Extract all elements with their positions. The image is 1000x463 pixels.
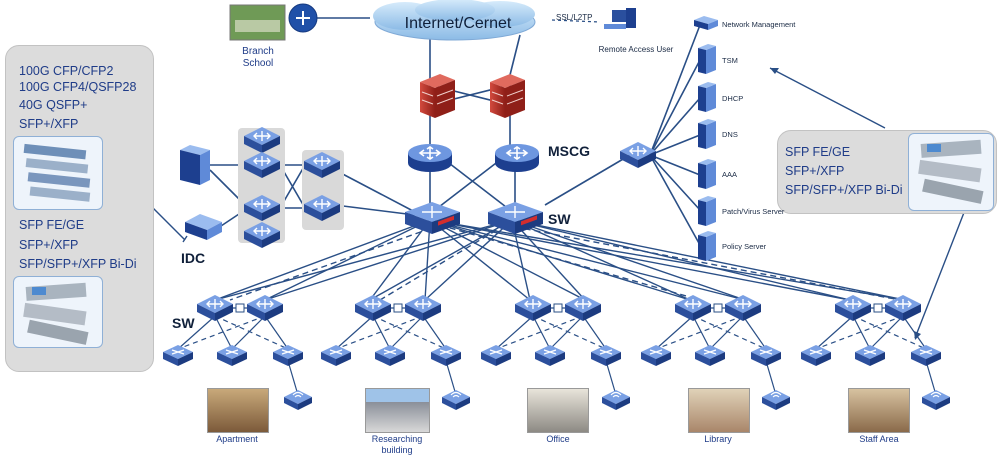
mscg-router-left-icon bbox=[407, 143, 453, 173]
staff-stack-link bbox=[873, 303, 883, 313]
researching-agg-switch-left-icon bbox=[354, 294, 392, 322]
library-agg-switch-right-icon bbox=[724, 294, 762, 322]
server-label-patch-virus: Patch/Virus Server bbox=[722, 207, 785, 216]
left-transceiver-image-1 bbox=[13, 136, 103, 210]
server-stack bbox=[694, 16, 718, 261]
staff-access-switch-2-icon bbox=[854, 344, 886, 367]
remote-user-icon bbox=[604, 8, 636, 29]
firewall-left-icon bbox=[420, 74, 455, 118]
apartment-agg-switch-right-icon bbox=[246, 294, 284, 322]
mscg-label: MSCG bbox=[548, 143, 590, 159]
server-label-dns: DNS bbox=[722, 130, 738, 139]
left-panel-line-2: 100G CFP4/QSFP28 bbox=[19, 80, 137, 94]
researching-building-photo bbox=[365, 388, 430, 433]
staff-access-switch-1-icon bbox=[800, 344, 832, 367]
office-photo bbox=[527, 388, 589, 433]
internet-cloud: Internet/Cernet bbox=[373, 0, 536, 41]
left-panel-line-6: SFP+/XFP bbox=[19, 238, 79, 252]
left-panel-line-1: 100G CFP/CFP2 bbox=[19, 64, 114, 78]
core-switch-right-icon bbox=[488, 202, 543, 234]
backbone-dashed-links bbox=[229, 224, 901, 301]
office-access-switch-2-icon bbox=[534, 344, 566, 367]
office-agg-switch-left-icon bbox=[514, 294, 552, 322]
right-panel-line-2: SFP+/XFP bbox=[785, 164, 845, 178]
branch-label-1: Branch bbox=[242, 46, 274, 57]
mscg-router-right-icon bbox=[494, 143, 540, 173]
core-switch-left-icon bbox=[405, 202, 460, 234]
office-access-switch-1-icon bbox=[480, 344, 512, 367]
researching-access-switch-2-icon bbox=[374, 344, 406, 367]
server-label-aaa: AAA bbox=[722, 170, 738, 179]
right-pointer-line bbox=[769, 67, 886, 129]
office-access-switch-3-icon bbox=[590, 344, 622, 367]
staff-agg-switch-right-icon bbox=[884, 294, 922, 322]
apartment-access-switch-3-icon bbox=[272, 344, 304, 367]
researching-wireless-ap-icon bbox=[441, 389, 471, 411]
left-module-panel: 100G CFP/CFP2 100G CFP4/QSFP28 40G QSFP+… bbox=[5, 45, 154, 372]
idc-label: IDC bbox=[181, 250, 205, 266]
agg-sw-label: SW bbox=[172, 315, 195, 331]
idc-storage-icon bbox=[180, 145, 210, 185]
server-label-dhcp: DHCP bbox=[722, 94, 744, 103]
right-transceiver-image bbox=[908, 133, 994, 211]
library-access-switch-1-icon bbox=[640, 344, 672, 367]
server-aggregation-switch-icon bbox=[619, 141, 657, 169]
left-panel-line-4: SFP+/XFP bbox=[19, 117, 79, 131]
apartment-access-switch-2-icon bbox=[216, 344, 248, 367]
server-label-network-management: Network Management bbox=[722, 20, 796, 29]
staff-access-switch-3-icon bbox=[910, 344, 942, 367]
remote-label: Remote Access User bbox=[599, 45, 674, 54]
staff-wireless-ap-icon bbox=[921, 389, 951, 411]
researching-building-label: Researching building bbox=[371, 434, 423, 455]
core-sw-label: SW bbox=[548, 211, 571, 227]
library-wireless-ap-icon bbox=[761, 389, 791, 411]
staff-agg-switch-left-icon bbox=[834, 294, 872, 322]
right-panel-line-1: SFP FE/GE bbox=[785, 145, 851, 159]
branch-label-2: School bbox=[243, 58, 274, 69]
library-stack-link bbox=[713, 303, 723, 313]
library-photo bbox=[688, 388, 750, 433]
left-panel-line-7: SFP/SFP+/XFP Bi-Di bbox=[19, 257, 137, 271]
left-pointer-line bbox=[149, 204, 186, 241]
left-panel-line-5: SFP FE/GE bbox=[19, 218, 85, 232]
ssl-tunnel-line bbox=[551, 19, 601, 23]
office-agg-switch-right-icon bbox=[564, 294, 602, 322]
apartment-label: Apartment bbox=[216, 434, 258, 444]
staff-area-photo bbox=[848, 388, 910, 433]
library-access-switch-3-icon bbox=[750, 344, 782, 367]
researching-stack-link bbox=[393, 303, 403, 313]
researching-agg-switch-right-icon bbox=[404, 294, 442, 322]
building-groups bbox=[162, 294, 951, 411]
apartment-wireless-ap-icon bbox=[283, 389, 313, 411]
ssl-label: SSL/L2TP bbox=[556, 13, 592, 22]
library-access-switch-2-icon bbox=[694, 344, 726, 367]
left-transceiver-image-2 bbox=[13, 276, 103, 348]
cloud-label: Internet/Cernet bbox=[405, 15, 512, 32]
right-module-panel: SFP FE/GE SFP+/XFP SFP/SFP+/XFP Bi-Di bbox=[777, 130, 997, 214]
office-label: Office bbox=[546, 434, 570, 444]
office-stack-link bbox=[553, 303, 563, 313]
idc-server-icon bbox=[185, 214, 222, 240]
left-panel-line-3: 40G QSFP+ bbox=[19, 98, 88, 112]
apartment-photo bbox=[207, 388, 269, 433]
apartment-access-switch-1-icon bbox=[162, 344, 194, 367]
staff-area-label: Staff Area bbox=[859, 434, 899, 444]
office-wireless-ap-icon bbox=[601, 389, 631, 411]
apartment-agg-switch-left-icon bbox=[196, 294, 234, 322]
right-panel-line-3: SFP/SFP+/XFP Bi-Di bbox=[785, 183, 903, 197]
server-label-tsm: TSM bbox=[722, 56, 738, 65]
researching-access-switch-1-icon bbox=[320, 344, 352, 367]
researching-access-switch-3-icon bbox=[430, 344, 462, 367]
library-agg-switch-left-icon bbox=[674, 294, 712, 322]
apartment-stack-link bbox=[235, 303, 245, 313]
firewall-right-icon bbox=[490, 74, 525, 118]
server-label-policy: Policy Server bbox=[722, 242, 767, 251]
library-label: Library bbox=[704, 434, 732, 444]
